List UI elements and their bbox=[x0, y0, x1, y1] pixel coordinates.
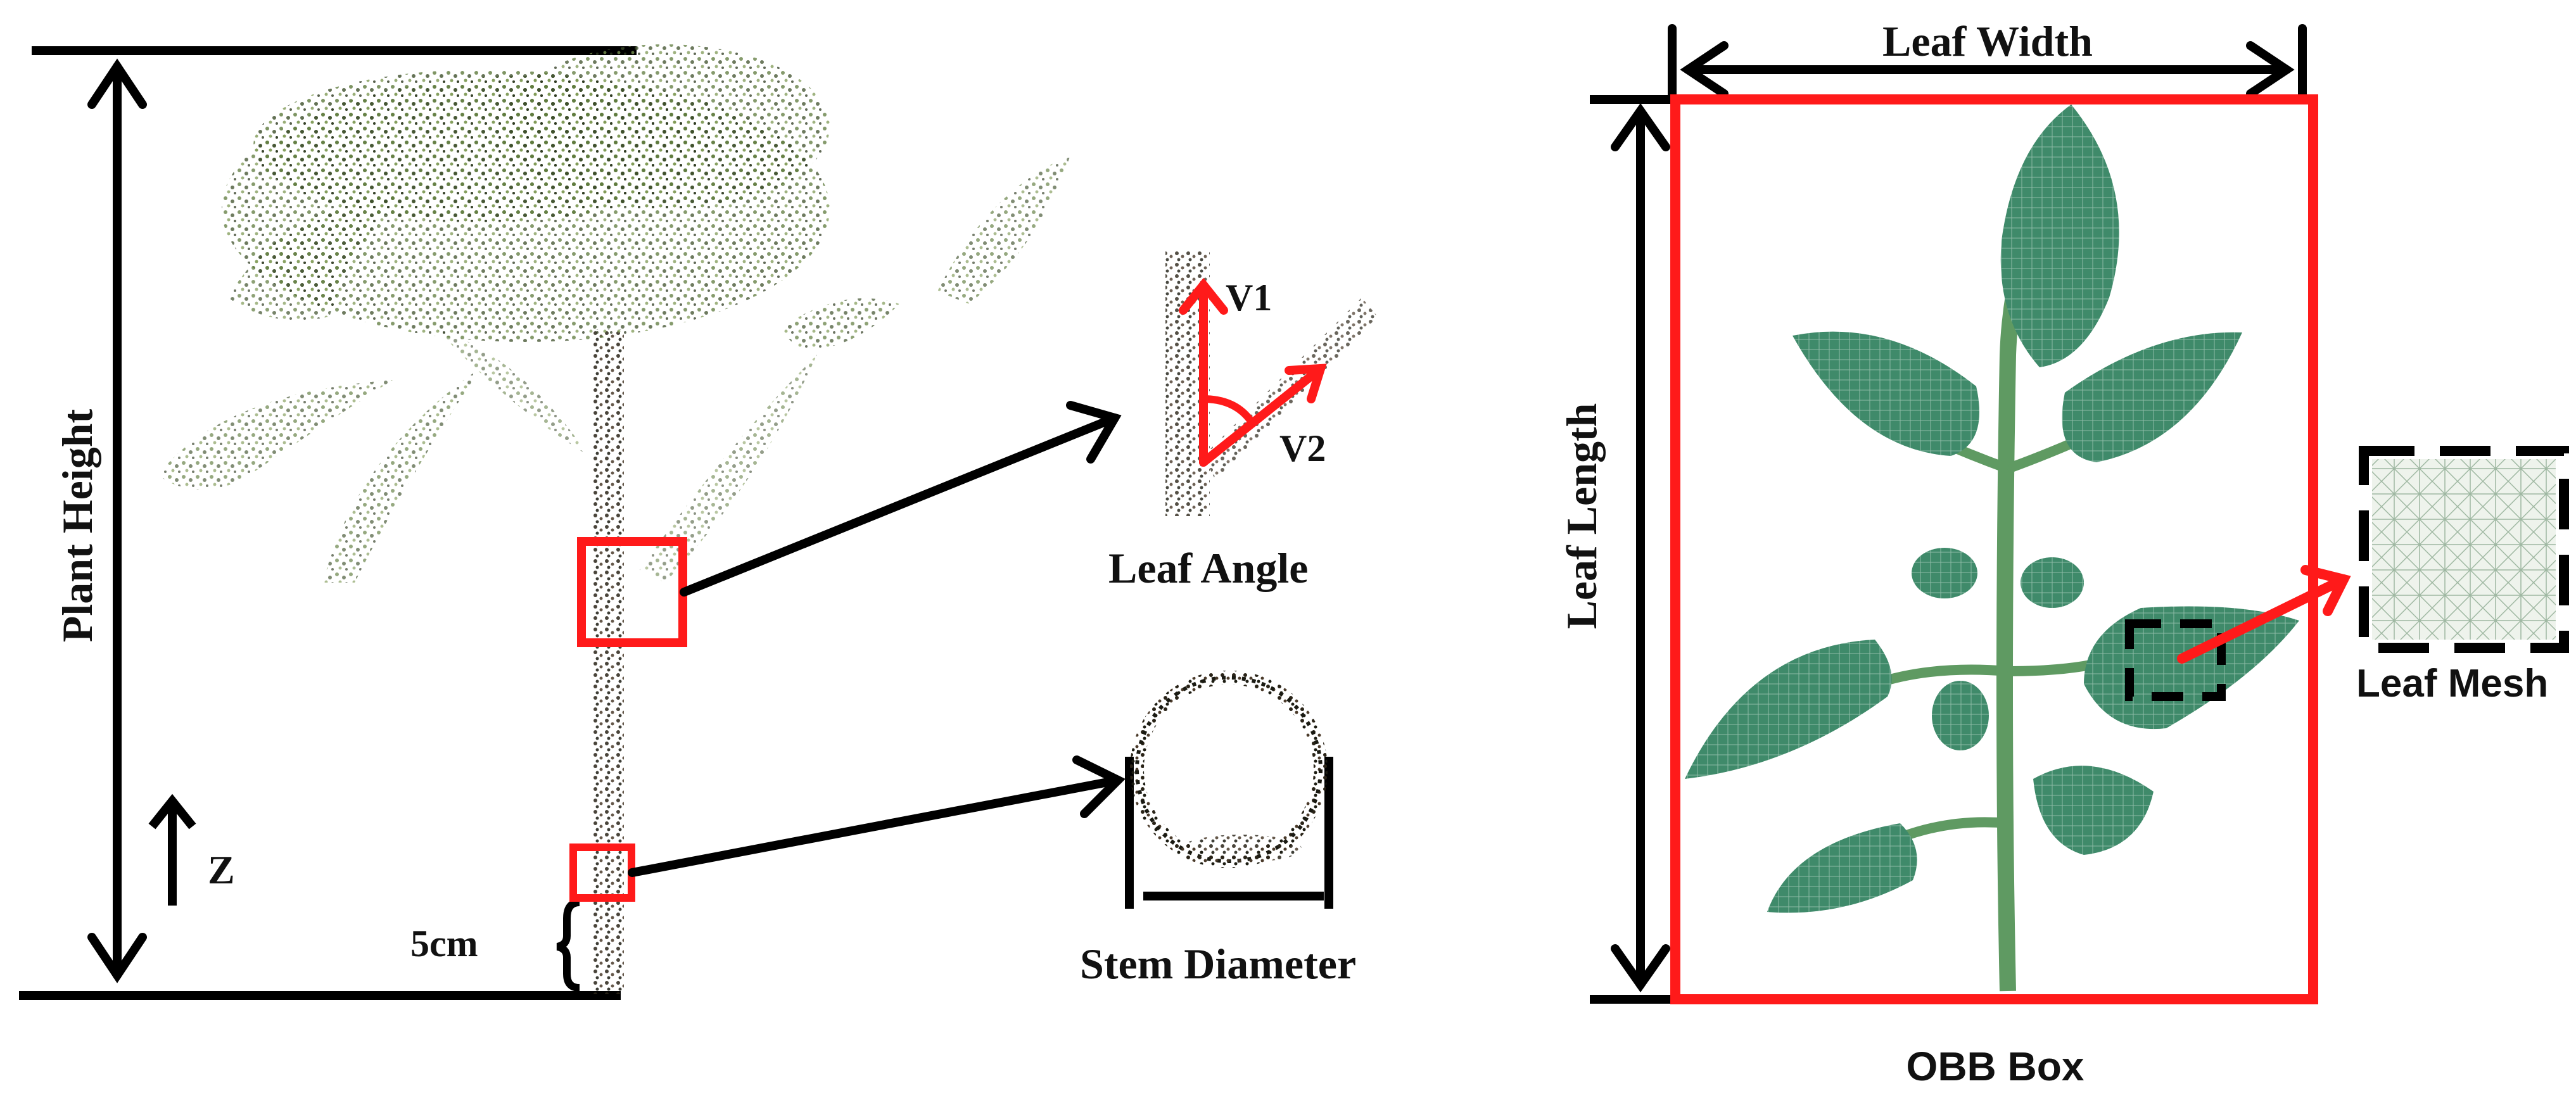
compound-leaf-image bbox=[1685, 104, 2299, 992]
mesh-sample-box bbox=[2125, 619, 2226, 701]
plant-height-arrow bbox=[87, 58, 147, 983]
leaf-length-arrow bbox=[1611, 103, 1670, 993]
z-axis-label: Z bbox=[208, 847, 235, 892]
leaf-length-label: Leaf Length bbox=[1558, 403, 1606, 629]
right-panel: Leaf Width Leaf Length bbox=[1558, 17, 2569, 1089]
vector-v1-arrow bbox=[1179, 277, 1228, 467]
leaf-mesh-inset-fill bbox=[2372, 459, 2556, 640]
vector-v2-label: V2 bbox=[1279, 427, 1326, 469]
stem-diameter-inset bbox=[1125, 671, 1333, 909]
z-axis-icon bbox=[148, 793, 196, 906]
scale-label: 5cm bbox=[410, 923, 478, 964]
stem-diameter-callout-arrow bbox=[628, 755, 1126, 877]
angle-arc bbox=[1203, 395, 1254, 424]
vector-v1-label: V1 bbox=[1226, 277, 1272, 319]
plant-height-label: Plant Height bbox=[53, 408, 101, 642]
stem-diameter-label: Stem Diameter bbox=[1080, 940, 1356, 988]
leaf-angle-label: Leaf Angle bbox=[1108, 544, 1308, 592]
vector-v2-arrow bbox=[1199, 363, 1327, 467]
leaf-angle-inset: V1 V2 bbox=[1165, 250, 1378, 516]
leaf-mesh-label: Leaf Mesh bbox=[2356, 662, 2548, 705]
left-panel: Plant Height Z 5cm bbox=[19, 44, 1378, 1000]
leaf-width-label: Leaf Width bbox=[1882, 17, 2093, 65]
leaf-angle-callout-arrow bbox=[680, 401, 1122, 597]
scale-brace bbox=[556, 899, 580, 992]
leaf-mesh-inset-frame bbox=[2359, 446, 2569, 653]
leaf-mesh-callout-arrow bbox=[2177, 565, 2351, 664]
leaf-width-arrow bbox=[1668, 24, 2307, 99]
obb-box-label: OBB Box bbox=[1907, 1044, 2084, 1089]
obb-bounding-box bbox=[1670, 94, 2318, 1004]
plant-point-cloud bbox=[158, 44, 1070, 994]
